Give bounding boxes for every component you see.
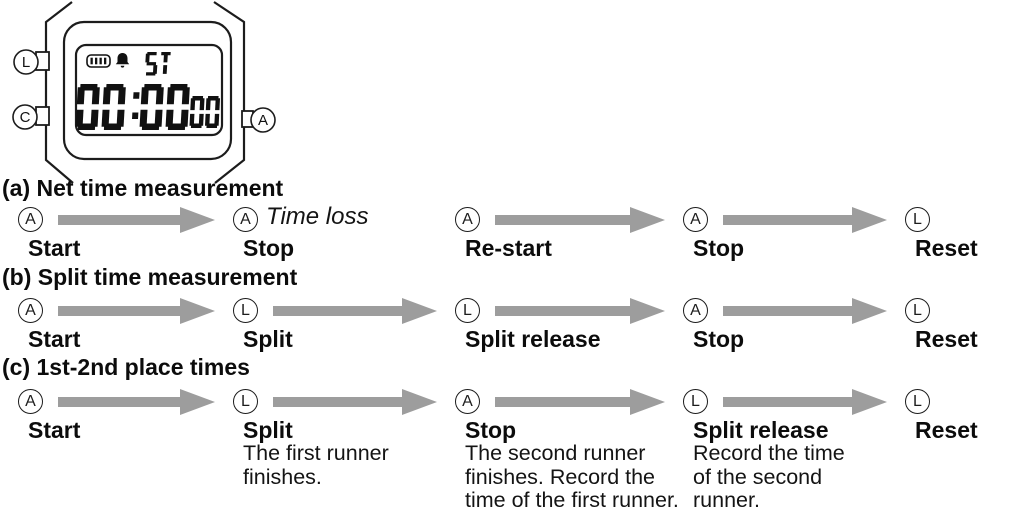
step-label-stop: Stop <box>693 326 745 352</box>
button-letter: L <box>463 301 472 319</box>
watch-button-a-marker: A <box>455 207 480 232</box>
flow-arrow-head <box>852 298 887 324</box>
step-label-start: Start <box>28 417 81 443</box>
flow-arrow <box>273 397 404 407</box>
step-label-stop: Stop <box>465 417 517 443</box>
lcd-time-digits <box>75 84 221 131</box>
flow-arrow-head <box>180 207 215 233</box>
watch-button-a-marker: A <box>233 207 258 232</box>
step-label-stop: Stop <box>693 235 745 261</box>
step-description-line: runner. <box>693 488 760 512</box>
flow-arrow-head <box>630 207 665 233</box>
signal-bars-icon <box>86 54 111 68</box>
button-letter: A <box>690 210 701 228</box>
section-heading-b: (b) Split time measurement <box>2 264 298 290</box>
flow-arrow <box>495 306 632 316</box>
watch-button-a-marker: A <box>18 207 43 232</box>
step-label-split-release: Split release <box>693 417 829 443</box>
flow-arrow-head <box>402 389 437 415</box>
watch-button-l-marker: L <box>683 389 708 414</box>
step-description-line: finishes. <box>243 464 322 489</box>
button-letter: L <box>241 301 250 319</box>
flow-arrow-head <box>852 389 887 415</box>
button-letter: A <box>25 301 36 319</box>
watch-button-l-label: L <box>22 54 30 71</box>
step-label-split: Split <box>243 326 293 352</box>
button-letter: A <box>462 392 473 410</box>
step-label-stop: Stop <box>243 235 295 261</box>
watch-button-a-marker: A <box>18 298 43 323</box>
step-label-start: Start <box>28 326 81 352</box>
watch-button-c <box>12 104 38 130</box>
step-description-line: of the second <box>693 464 823 489</box>
stopwatch-mode-indicator <box>145 52 171 76</box>
button-letter: L <box>913 210 922 228</box>
watch-button-l-marker: L <box>905 207 930 232</box>
button-letter: A <box>462 210 473 228</box>
watch-button-l-marker: L <box>905 389 930 414</box>
flow-arrow <box>58 215 182 225</box>
step-description-line: Record the time <box>693 441 845 465</box>
watch-button-l-marker: L <box>905 298 930 323</box>
button-letter: L <box>913 301 922 319</box>
flow-arrow <box>495 215 632 225</box>
flow-arrow-head <box>180 389 215 415</box>
step-description-line: time of the first runner. <box>465 488 679 512</box>
flow-arrow-head <box>630 389 665 415</box>
flow-arrow-head <box>180 298 215 324</box>
step-description-line: The second runner <box>465 441 646 465</box>
watch-button-a-marker: A <box>683 207 708 232</box>
step-description-line: The first runner <box>243 441 389 465</box>
step-label-split: Split <box>243 417 293 443</box>
watch-button-l-marker: L <box>233 389 258 414</box>
button-letter: A <box>690 301 701 319</box>
step-label-reset: Reset <box>915 326 978 352</box>
flow-arrow <box>723 215 854 225</box>
step-label-reset: Reset <box>915 417 978 443</box>
section-heading-c: (c) 1st-2nd place times <box>2 354 250 380</box>
step-label-reset: Reset <box>915 235 978 261</box>
step-label-start: Start <box>28 235 81 261</box>
button-letter: A <box>240 210 251 228</box>
section-heading-a: (a) Net time measurement <box>2 175 284 201</box>
flow-arrow-head <box>402 298 437 324</box>
button-letter: L <box>691 392 700 410</box>
watch-button-a-marker: A <box>683 298 708 323</box>
watch-button-l <box>13 49 39 75</box>
button-letter: L <box>241 392 250 410</box>
watch-button-l-marker: L <box>233 298 258 323</box>
button-letter: A <box>25 392 36 410</box>
step-label-split-release: Split release <box>465 326 601 352</box>
flow-arrow <box>58 306 182 316</box>
watch-button-a-marker: A <box>455 389 480 414</box>
step-label-re-start: Re-start <box>465 235 552 261</box>
time-loss-note: Time loss <box>266 203 369 230</box>
watch-button-a-marker: A <box>18 389 43 414</box>
watch-button-l-marker: L <box>455 298 480 323</box>
flow-arrow <box>58 397 182 407</box>
watch-illustration: L C A <box>12 1 276 184</box>
watch-button-c-label: C <box>20 109 31 126</box>
flow-arrow <box>723 397 854 407</box>
flow-arrow <box>273 306 404 316</box>
button-letter: L <box>913 392 922 410</box>
flow-arrow <box>723 306 854 316</box>
button-letter: A <box>25 210 36 228</box>
flow-arrow-head <box>852 207 887 233</box>
bell-icon <box>115 52 130 68</box>
watch-button-a-label: A <box>258 112 268 129</box>
step-description-line: finishes. Record the <box>465 464 656 489</box>
flow-arrow-head <box>630 298 665 324</box>
watch-case <box>44 1 246 184</box>
watch-button-a <box>250 107 276 133</box>
flow-arrow <box>495 397 632 407</box>
